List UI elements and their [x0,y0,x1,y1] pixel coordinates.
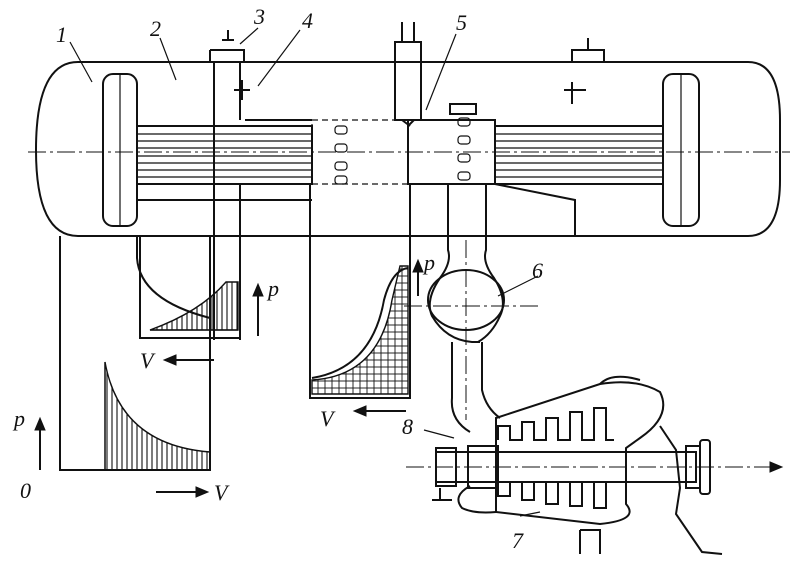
callout-label-6: 6 [532,258,543,283]
axis-label-v-hp: V [140,348,156,373]
right-end-disc [662,73,700,227]
callout-label-1: 1 [56,22,67,47]
callout-label-7: 7 [512,528,524,553]
callout-label-2: 2 [150,16,161,41]
right-tube-bundle [494,125,664,185]
callout-label-3: 3 [253,4,265,29]
axis-label-p-left: p [12,406,25,431]
turbo-compressor-7 [406,375,784,555]
callout-label-4: 4 [302,8,313,33]
axis-label-p-lp: p [422,250,435,275]
inner-right [494,183,576,236]
axis-label-v-left: V [214,480,230,505]
axis-label-origin: 0 [20,478,31,503]
riser-pipe-6 [404,184,540,433]
rod-5 [394,22,422,127]
hp-pv-diagram [139,236,241,339]
lp-pv-diagram [309,184,411,399]
axis-label-v-lp: V [320,406,336,431]
callout-label-8: 8 [402,414,413,439]
p-axis-arrow-lp [412,258,424,296]
callout-leaders [69,27,541,517]
p-axis-arrow-hp [252,282,264,336]
v-axis-arrow-hp [162,354,214,366]
left-end-disc [102,73,138,227]
main-cylinder-body [34,61,781,237]
callout-label-5: 5 [456,10,467,35]
left-pv-diagram [59,236,211,471]
central-pistons [311,103,496,185]
v-axis-arrow-lp [352,405,406,417]
v-axis-arrow-left [156,486,210,498]
right-valve [564,38,605,104]
left-tube-bundle [136,125,313,185]
p-axis-arrow-left [34,416,46,470]
axis-label-p-hp: p [266,276,279,301]
